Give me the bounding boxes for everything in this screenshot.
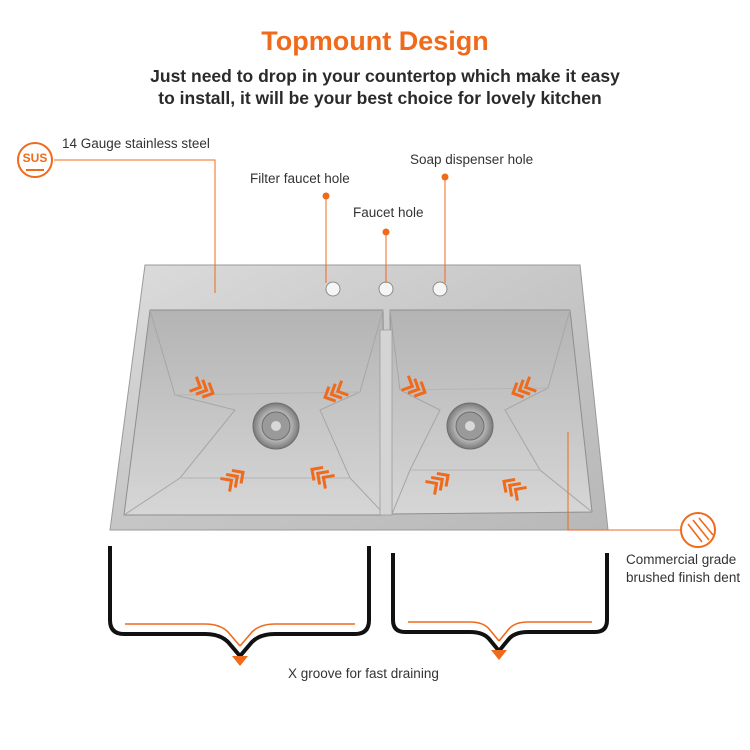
soap-dispenser-label: Soap dispenser hole — [410, 152, 534, 167]
bowl-divider — [379, 329, 393, 516]
sus-badge-icon — [17, 142, 53, 178]
left-groove-profile — [108, 546, 371, 666]
faucet-hole — [378, 281, 394, 297]
sus-badge-underline — [26, 169, 44, 171]
finish-leader — [567, 432, 680, 531]
gauge-label: 14 Gauge stainless steel — [62, 136, 210, 151]
gauge-leader — [54, 159, 216, 293]
brushed-finish-ring — [680, 512, 716, 548]
page-title: Topmount Design — [261, 26, 489, 56]
subtitle-line-2: to install, it will be your best choice … — [158, 88, 602, 108]
right-groove-profile — [391, 553, 609, 660]
filter-faucet-label: Filter faucet hole — [250, 171, 350, 186]
filter-faucet-hole — [325, 281, 341, 297]
groove-label: X groove for fast draining — [288, 666, 439, 681]
subtitle-line-1: Just need to drop in your countertop whi… — [150, 66, 620, 86]
finish-label-line-1: Commercial grade — [626, 552, 737, 567]
left-drain — [252, 402, 300, 450]
finish-label-line-2: brushed finish dent — [626, 570, 741, 585]
right-drain — [446, 402, 494, 450]
soap-dispenser-hole — [432, 281, 448, 297]
sus-badge-text: SUS — [22, 151, 48, 165]
faucet-hole-label: Faucet hole — [353, 205, 424, 220]
left-bowl — [123, 309, 386, 516]
